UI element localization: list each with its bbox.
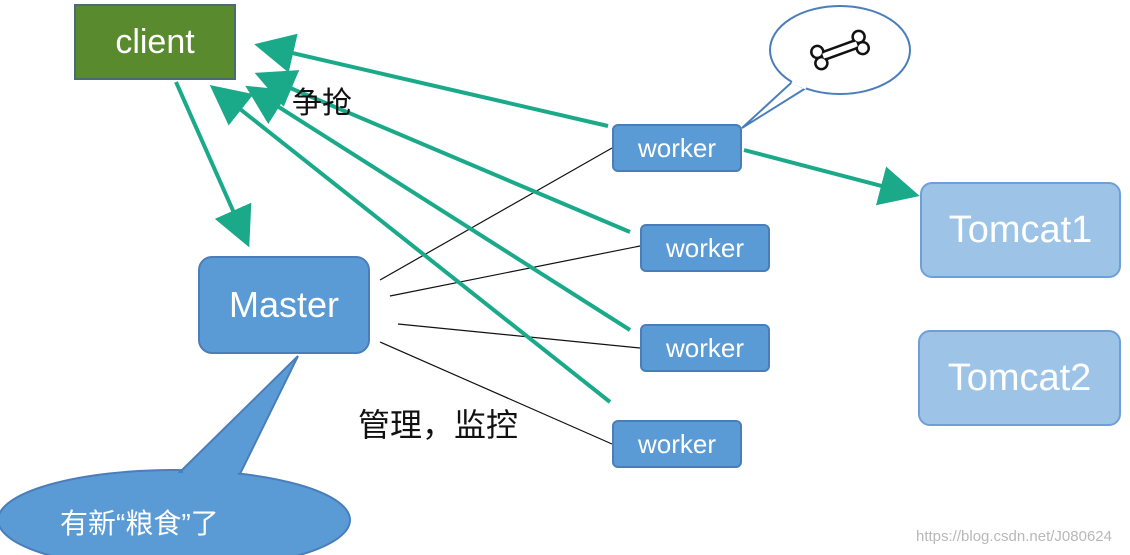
manage-line-worker-2 xyxy=(389,245,641,297)
manage-line-worker-4 xyxy=(379,341,613,445)
worker-node-4: worker xyxy=(612,420,742,468)
worker-label: worker xyxy=(637,428,716,459)
client-node: client xyxy=(74,4,236,80)
compete-label: 争抢 xyxy=(292,87,352,120)
master-node: Master xyxy=(198,256,370,354)
manage-line-worker-3 xyxy=(397,323,641,349)
worker-node-2: worker xyxy=(640,224,770,272)
tomcat1-node: Tomcat1 xyxy=(920,182,1121,278)
arrow-client-to-master xyxy=(174,81,252,248)
arrow-worker-2-to-client xyxy=(254,70,631,234)
tomcat-label: Tomcat1 xyxy=(948,208,1093,251)
arrow-worker-3-to-client xyxy=(245,85,632,332)
watermark-text: https://blog.csdn.net/J080624 xyxy=(916,528,1112,545)
arrow-worker-4-to-client xyxy=(209,85,612,404)
worker-label: worker xyxy=(665,232,744,263)
arrow-worker-1-to-tomcat1 xyxy=(743,148,920,206)
manage-label: 管理，监控 xyxy=(358,407,519,443)
tomcat-label: Tomcat2 xyxy=(947,356,1092,399)
arrow-worker-1-to-client xyxy=(254,33,609,128)
worker-node-3: worker xyxy=(640,324,770,372)
worker-label: worker xyxy=(665,332,744,363)
client-label: client xyxy=(115,22,195,61)
tomcat2-node: Tomcat2 xyxy=(918,330,1121,426)
food-label: 有新“粮食”了 xyxy=(60,508,219,539)
worker-node-1: worker xyxy=(612,124,742,172)
bone-icon xyxy=(810,29,870,71)
manage-line-worker-1 xyxy=(379,147,613,281)
food-speech-bubble xyxy=(0,355,351,555)
worker-label: worker xyxy=(637,132,716,163)
master-label: Master xyxy=(228,284,340,325)
